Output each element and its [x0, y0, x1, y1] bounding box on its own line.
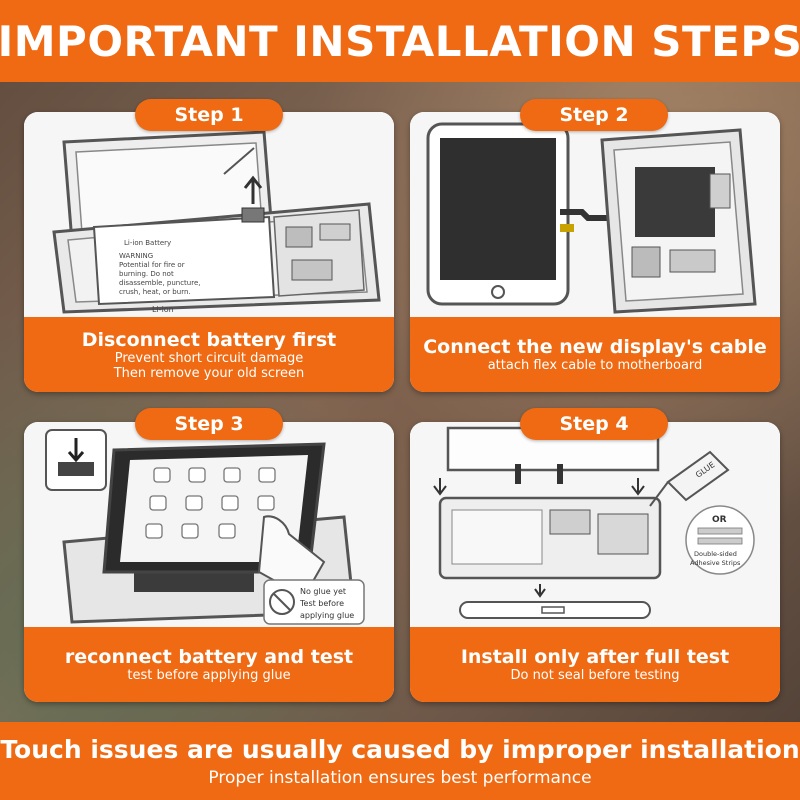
page-title: IMPORTANT INSTALLATION STEPS: [0, 16, 800, 66]
note-line-3: applying glue: [300, 611, 354, 620]
board-chip-2: [669, 249, 716, 273]
step-2-title: Connect the new display's cable: [423, 336, 767, 358]
chip-1: [285, 226, 313, 248]
app-icon: [181, 523, 199, 539]
adhesive-strip-icon: [697, 537, 743, 545]
display-panel: [440, 138, 556, 280]
adhesive-strip-icon: [697, 527, 743, 535]
step-3-card: No glue yet Test before applying glue re…: [24, 422, 394, 702]
battery-block: [635, 167, 715, 237]
battery-pack: [92, 215, 276, 306]
step-4-illustration: GLUE OR Double-sided Adhesive Strips: [410, 422, 780, 627]
app-icon: [153, 467, 171, 483]
footer-sub: Proper installation ensures best perform…: [208, 767, 592, 788]
app-icon: [221, 495, 239, 511]
or-label: OR: [712, 515, 727, 525]
battery-header: Li-ion Battery: [124, 239, 171, 247]
chip-2: [319, 223, 351, 241]
step-1-line-2: Then remove your old screen: [113, 365, 305, 381]
step-1-illustration: Li-ion Battery WARNING Potential for fir…: [24, 112, 394, 317]
app-icon: [145, 523, 163, 539]
down-arrow-icon: [534, 584, 546, 598]
board-chip-1: [549, 509, 591, 535]
press-down-arrow-icon: [67, 438, 85, 463]
title-banner: IMPORTANT INSTALLATION STEPS: [0, 0, 800, 82]
display-flex-cable: [223, 147, 255, 175]
app-icon: [185, 495, 203, 511]
flex-cables: [515, 464, 563, 484]
battery-area: [451, 509, 543, 565]
footer-banner: Touch issues are usually caused by impro…: [0, 722, 800, 800]
app-icon: [188, 467, 206, 483]
app-icon: [218, 523, 236, 539]
connector-plug: [58, 462, 94, 476]
battery-connector: [241, 207, 265, 223]
app-icon: [149, 495, 167, 511]
flex-cable: [560, 209, 610, 221]
app-icon: [258, 467, 276, 483]
battery-warning-5: crush, heat, or burn.: [119, 288, 191, 296]
step-2-card: Connect the new display's cable attach f…: [410, 112, 780, 392]
chip-3: [291, 259, 333, 281]
step-3-tab: Step 3: [135, 408, 283, 440]
app-icon: [223, 467, 241, 483]
home-button-icon: [491, 285, 505, 299]
step-3-drawing: No glue yet Test before applying glue: [45, 429, 365, 625]
step-1-line-1: Prevent short circuit damage: [114, 350, 304, 366]
step-2-caption: Connect the new display's cable attach f…: [410, 317, 780, 392]
charging-port-icon: [541, 606, 565, 614]
logic-board: [273, 209, 365, 297]
step-2-tab: Step 2: [520, 99, 668, 131]
no-glue-note: [263, 579, 365, 625]
note-line-1: No glue yet: [300, 587, 346, 596]
step-2-illustration: [410, 112, 780, 317]
step-4-tab: Step 4: [520, 408, 668, 440]
down-arrow-icon: [433, 478, 447, 496]
step-4-drawing: GLUE OR Double-sided Adhesive Strips: [433, 426, 755, 619]
step-1-tab: Step 1: [135, 99, 283, 131]
step-3-caption: reconnect battery and test test before a…: [24, 627, 394, 702]
lift-arrow-icon: [243, 175, 263, 204]
step-2-line-1: attach flex cable to motherboard: [487, 358, 703, 373]
footer-main: Touch issues are usually caused by impro…: [0, 734, 800, 764]
strip-label-2: Adhesive Strips: [690, 559, 741, 567]
battery-warning-3: burning. Do not: [119, 270, 174, 278]
board-chip-1: [631, 246, 661, 278]
step-3-illustration: No glue yet Test before applying glue: [24, 422, 394, 627]
note-line-2: Test before: [299, 599, 344, 608]
step-4-caption: Install only after full test Do not seal…: [410, 627, 780, 702]
glue-tube-icon: [666, 450, 730, 502]
step-1-drawing: Li-ion Battery WARNING Potential for fir…: [52, 130, 381, 314]
battery-warning-1: WARNING: [119, 252, 153, 260]
strip-label-1: Double-sided: [694, 550, 737, 558]
step-1-title: Disconnect battery first: [81, 328, 337, 351]
step-1-card: Li-ion Battery WARNING Potential for fir…: [24, 112, 394, 392]
down-arrow-icon: [631, 478, 645, 496]
battery-warning-4: disassemble, puncture,: [119, 279, 201, 287]
step-1-caption: Disconnect battery first Prevent short c…: [24, 317, 394, 392]
board-chip-2: [597, 513, 649, 555]
no-glue-icon: [269, 589, 295, 615]
step-3-title: reconnect battery and test: [64, 646, 354, 668]
step-2-drawing: [426, 122, 757, 314]
step-4-title: Install only after full test: [460, 646, 730, 668]
step-4-card: GLUE OR Double-sided Adhesive Strips Ins…: [410, 422, 780, 702]
step-3-line-1: test before applying glue: [127, 668, 291, 683]
assembled-device: [459, 601, 651, 619]
app-icon: [257, 495, 275, 511]
flex-contact: [560, 224, 574, 232]
battery-chem: Li-ion: [152, 305, 174, 314]
step-4-line-1: Do not seal before testing: [510, 668, 680, 683]
board-chip-3: [709, 173, 731, 209]
battery-warning-2: Potential for fire or: [119, 261, 185, 269]
